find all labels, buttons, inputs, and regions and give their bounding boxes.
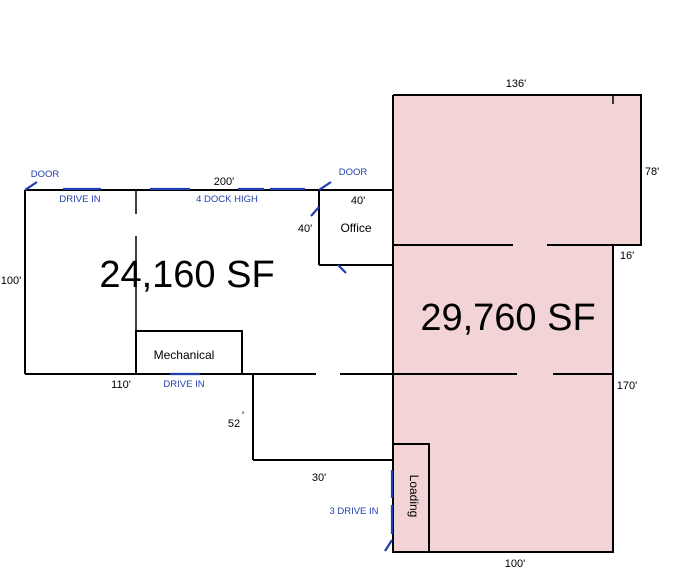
- office-door-swing-lower: [337, 264, 347, 274]
- dim-office-top: 40': [351, 195, 365, 207]
- dim-notch: 16': [620, 250, 634, 262]
- door-right-label: DOOR: [339, 167, 368, 178]
- left-area-label: 24,160 SF: [99, 254, 274, 296]
- drive-in-3-door-c: [384, 539, 393, 552]
- right-area-label: 29,760 SF: [420, 297, 595, 339]
- door-right-swing: [318, 181, 332, 191]
- dim-connector-side: 52: [228, 418, 240, 430]
- drive-in-top-label: DRIVE IN: [59, 194, 100, 205]
- dim-top-right: 136': [506, 78, 526, 90]
- right-building-fill: [393, 95, 641, 552]
- office-room: [318, 190, 393, 266]
- dim-office-side: 40': [298, 223, 312, 235]
- loading-label: Loading: [407, 475, 421, 518]
- dim-top-left: 200': [214, 176, 234, 188]
- dim-left-side: 100': [1, 275, 21, 287]
- drive-in-bottom-label: DRIVE IN: [163, 379, 204, 390]
- dim-right-lower: 170': [617, 380, 637, 392]
- drive-in-3-label: 3 DRIVE IN: [329, 506, 378, 517]
- dock-high-label: 4 DOCK HIGH: [196, 194, 258, 205]
- door-left-swing: [24, 181, 38, 191]
- connector-wing: [252, 374, 393, 461]
- dim-right-upper: 78': [645, 166, 659, 178]
- dim-bottom-left: 110': [111, 379, 131, 391]
- dim-connector-bottom: 30': [312, 472, 326, 484]
- door-left-label: DOOR: [31, 169, 60, 180]
- dim-connector-side-tick: ': [242, 410, 244, 422]
- office-door-swing: [310, 206, 320, 217]
- dim-bottom-right: 100': [505, 558, 525, 570]
- mechanical-label: Mechanical: [154, 348, 215, 362]
- office-label: Office: [340, 221, 371, 235]
- door-markers: [24, 181, 394, 552]
